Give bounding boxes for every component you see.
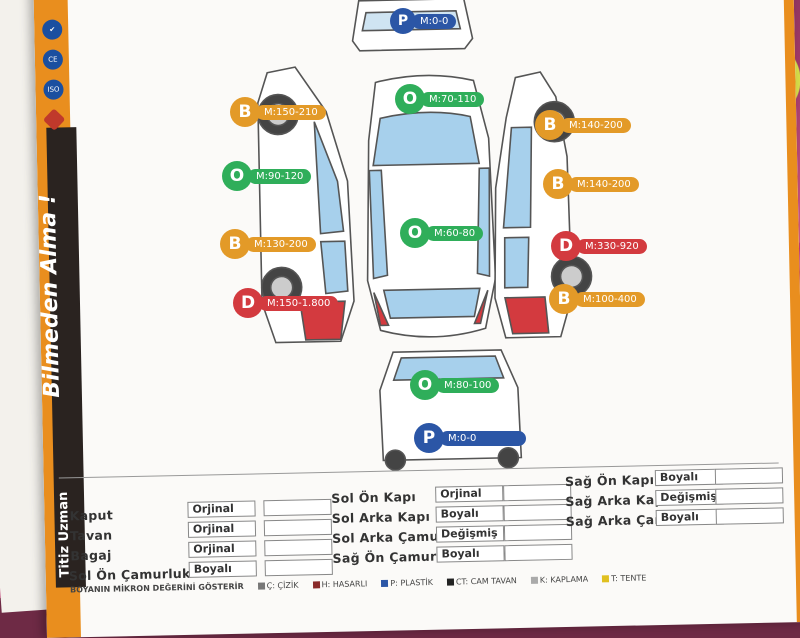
marker-front-bumper: P M:0-0 [390,8,457,34]
marker-label: M:130-200 [246,236,316,252]
legend-swatch [446,578,454,586]
marker-label: M:100-400 [575,291,645,307]
legend-label: Ç: ÇİZİK [266,580,299,591]
row-value: Boyalı [435,505,504,523]
left-side-view [257,66,355,344]
row-empty-cell [715,507,784,525]
legend-item: CT: CAM TAVAN [446,576,517,587]
row-empty-cell [714,467,784,485]
marker-right-rear-door: D M:330-920 [551,231,647,261]
legend-item: P: PLASTİK [381,578,433,588]
row-label: Kaput [69,507,114,524]
legend-swatch [602,575,610,583]
legend-label: K: KAPLAMA [539,574,589,585]
marker-left-front-fender: B M:150-210 [230,97,326,127]
marker-trunk: O M:80-100 [410,370,500,400]
marker-letter: B [230,97,260,127]
marker-label: M:60-80 [426,225,484,241]
top-view [366,74,497,338]
row-value: Orjinal [435,485,504,503]
marker-label: M:150-1.800 [259,295,339,311]
legend-label: P: PLASTİK [390,577,433,588]
marker-left-front-door: O M:90-120 [222,161,312,191]
car-diagram [257,0,593,471]
legend-item: T: TENTE [602,573,646,583]
row-label: Sol Ön Çamurluk [68,565,191,584]
marker-letter: O [400,218,430,248]
legend-label: T: TENTE [611,573,647,584]
marker-letter: P [414,423,444,453]
marker-roof: O M:60-80 [400,218,484,248]
row-value: Değişmiş [655,488,724,507]
legend-swatch [530,576,538,584]
row-value: Değişmiş [435,525,505,543]
row-empty-cell [263,498,332,517]
row-label: Bagaj [70,547,112,564]
marker-label: M:0-0 [412,13,457,29]
legend-swatch [257,582,265,590]
row-value: Boyalı [654,468,724,487]
marker-letter: D [551,231,581,261]
marker-label: M:150-210 [256,104,326,120]
marker-letter: O [222,161,252,191]
marker-letter: D [233,288,263,318]
marker-right-front-fender: B M:140-200 [535,110,631,140]
marker-letter: B [535,110,565,140]
row-value: Orjinal [187,520,257,538]
legend-label: H: HASARLI [321,579,368,590]
marker-label: M:70-110 [421,91,485,107]
row-label: Sol Ön Kapı [331,489,417,506]
marker-label: M:90-120 [248,168,312,184]
row-value: Orjinal [188,540,257,558]
row-empty-cell [504,543,573,562]
legend-item: Ç: ÇİZİK [257,580,299,591]
marker-right-rear-fender: B M:100-400 [549,284,645,314]
marker-label: M:80-100 [436,377,500,393]
row-label: Sol Arka Kapı [331,508,431,526]
marker-letter: O [395,84,425,114]
marker-label: M:330-920 [577,238,647,254]
marker-letter: B [220,229,250,259]
row-label: Tavan [69,527,113,544]
legend-swatch [381,579,389,588]
marker-left-rear-door: B M:130-200 [220,229,316,259]
row-label: Sağ Arka Kapı [565,491,669,509]
row-empty-cell [715,487,784,505]
row-label: Sağ Ön Kapı [564,472,655,489]
row-value: Boyalı [188,560,257,578]
row-value: Orjinal [187,500,256,518]
row-empty-cell [263,518,333,537]
row-empty-cell [503,523,573,542]
legend-item: K: KAPLAMA [530,574,589,585]
row-empty-cell [503,483,572,502]
marker-right-front-door: B M:140-200 [543,169,639,199]
marker-letter: B [543,169,573,199]
marker-label: M:140-200 [561,117,631,133]
marker-hood: O M:70-110 [395,84,485,114]
marker-letter: B [549,284,579,314]
row-empty-cell [264,558,333,577]
legend-label: CT: CAM TAVAN [455,576,517,587]
marker-left-rear-fender: D M:150-1.800 [233,288,339,318]
legend-swatch [312,581,320,589]
marker-label: M:140-200 [569,176,639,192]
row-value: Boyalı [655,508,724,527]
row-empty-cell [264,538,333,557]
marker-label: M:0-0 [440,430,527,446]
marker-letter: O [410,370,440,400]
marker-letter: P [390,8,416,34]
row-empty-cell [503,503,572,522]
row-value: Boyalı [436,545,505,563]
marker-rear-bumper: P M:0-0 [414,423,527,453]
legend-item: H: HASARLI [312,579,367,589]
